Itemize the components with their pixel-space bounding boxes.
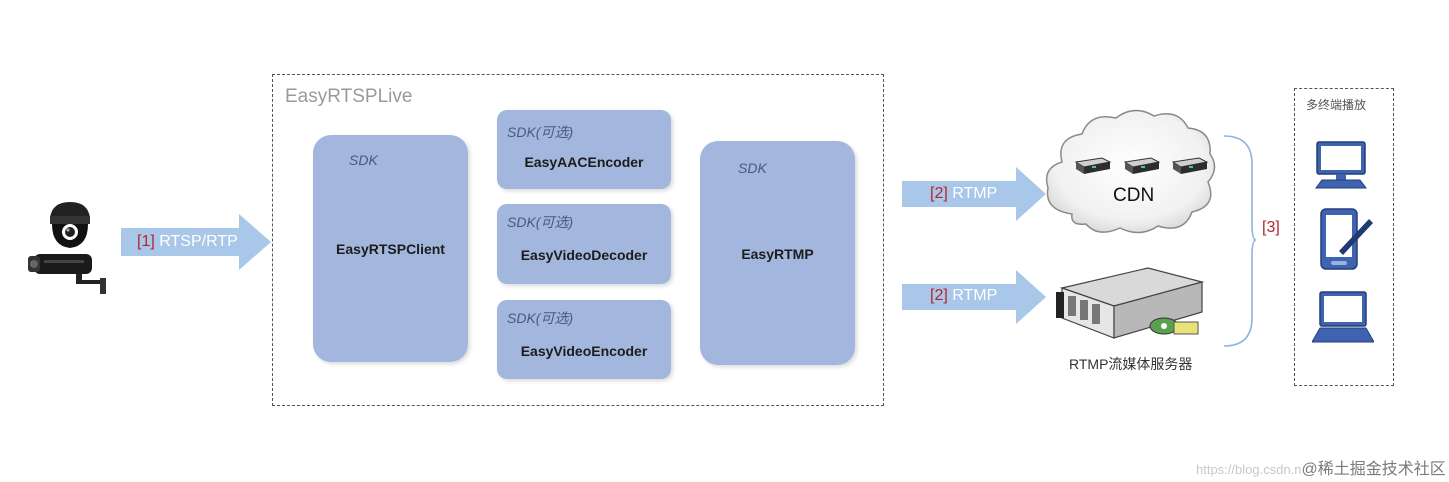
arrow-number: [1] [137, 233, 155, 250]
desktop-monitor-icon [1315, 141, 1367, 189]
arrow-rtmp-server [902, 270, 1046, 324]
laptop-icon [1312, 291, 1374, 343]
block-name: EasyVideoEncoder [520, 343, 648, 359]
router-icon [1074, 157, 1112, 174]
block-name: EasyAACEncoder [524, 154, 644, 170]
easyvideodecoder-block: SDK(可选) EasyVideoDecoder [497, 204, 671, 284]
watermark: https://blog.csdn.n@稀土掘金技术社区 [1196, 455, 1446, 479]
arrow-number: [2] [930, 185, 948, 202]
arrow-text: RTMP [947, 185, 998, 202]
arrow-rtmp-cdn [902, 167, 1046, 221]
easyrtspclient-block: SDK EasyRTSPClient [313, 135, 468, 362]
easyrtmp-block: SDK EasyRTMP [700, 141, 855, 365]
bracket-connector [1223, 135, 1257, 347]
sdk-label: SDK(可选) [507, 310, 574, 326]
bracket-label: [3] [1262, 219, 1280, 237]
sdk-label: SDK(可选) [507, 214, 574, 230]
router-icon [1123, 157, 1161, 174]
easyaacencoder-block: SDK(可选) EasyAACEncoder [497, 110, 671, 189]
sdk-label: SDK [738, 160, 767, 176]
arrow-number: [2] [930, 287, 948, 304]
server-label: RTMP流媒体服务器 [1069, 356, 1193, 372]
watermark-url: https://blog.csdn.n [1196, 462, 1302, 477]
ip-camera-icon [28, 202, 106, 294]
tablet-pen-icon [1320, 208, 1373, 270]
bracket-number: [3] [1262, 219, 1280, 236]
cdn-label: CDN [1113, 185, 1155, 206]
container-title: EasyRTSPLive [285, 86, 413, 107]
watermark-brand: @稀土掘金技术社区 [1301, 461, 1446, 478]
sdk-label: SDK(可选) [507, 124, 574, 140]
media-server-icon [1056, 267, 1204, 339]
sdk-label: SDK [349, 152, 378, 168]
arrow-rtmp-cdn-label: [2] RTMP [930, 185, 997, 203]
arrow-text: RTMP [947, 287, 998, 304]
arrow-rtmp-server-label: [2] RTMP [930, 287, 997, 305]
terminals-box [1294, 88, 1394, 386]
terminals-title: 多终端播放 [1306, 98, 1367, 112]
arrow-rtsp [121, 214, 271, 270]
easyvideoencoder-block: SDK(可选) EasyVideoEncoder [497, 300, 671, 379]
block-name: EasyRTSPClient [336, 241, 445, 257]
easyrtsplive-container [272, 74, 884, 406]
router-icon [1171, 157, 1209, 174]
arrow-text: RTSP/RTP [154, 233, 238, 250]
block-name: EasyVideoDecoder [520, 247, 648, 263]
arrow-rtsp-label: [1] RTSP/RTP [137, 233, 238, 251]
block-name: EasyRTMP [741, 246, 814, 262]
